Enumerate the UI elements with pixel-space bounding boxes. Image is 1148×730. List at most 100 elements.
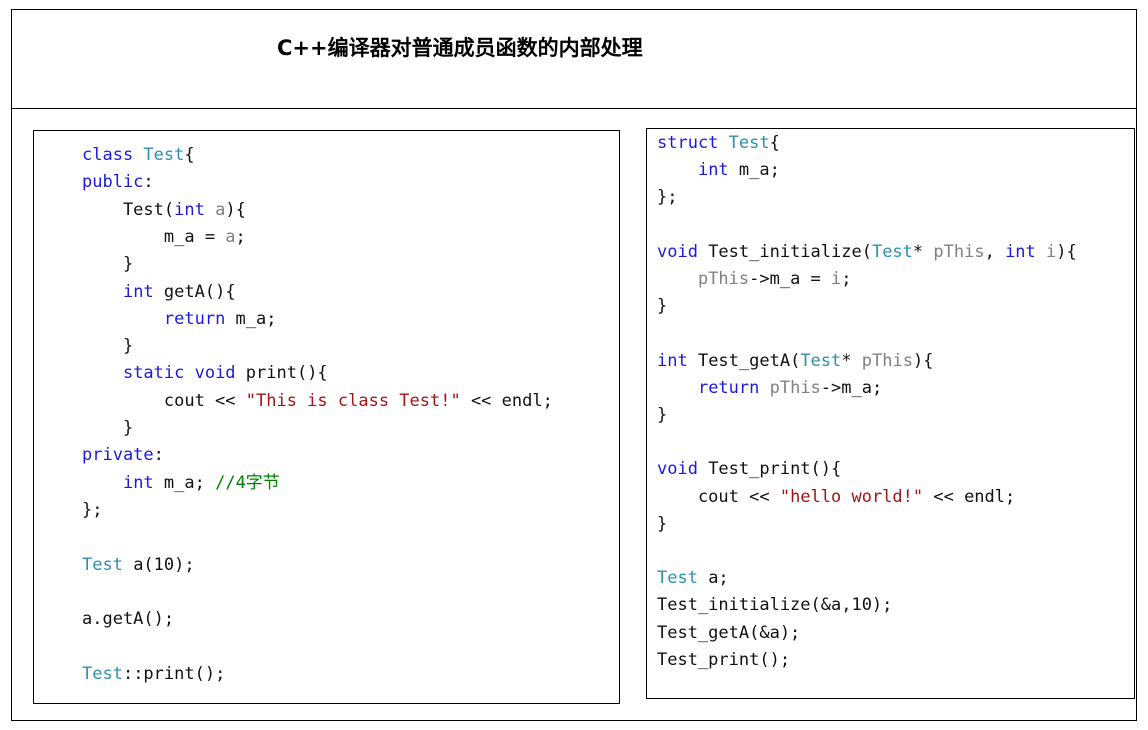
cpp-class-code-panel: class Test{ public: Test(int a){ m_a = a;…	[33, 130, 620, 704]
code-line: }	[657, 295, 667, 317]
code-line: void Test_print(){	[657, 458, 841, 480]
code-token: << endl;	[460, 390, 553, 411]
code-token: *	[841, 350, 862, 371]
code-token: ;	[841, 269, 852, 289]
code-token: m_a;	[153, 472, 216, 493]
code-line: Test(int a){	[82, 199, 246, 221]
code-token: ;	[235, 226, 246, 247]
code-line: struct Test{	[657, 132, 780, 154]
code-token: print(){	[235, 363, 328, 384]
code-line: Test a;	[657, 567, 729, 589]
code-token: {	[184, 145, 195, 165]
code-token: cout <<	[82, 390, 246, 411]
title-bar: C++编译器对普通成员函数的内部处理	[12, 10, 1136, 109]
code-token: pThis	[759, 377, 821, 398]
code-line: Test_getA(&a);	[657, 622, 800, 644]
code-line: private:	[82, 444, 164, 466]
code-line: };	[657, 186, 677, 208]
code-token: Test	[800, 350, 842, 371]
code-line: return m_a;	[82, 308, 277, 330]
code-line: Test::print();	[82, 663, 225, 685]
code-line: }	[82, 417, 133, 439]
code-token: public	[82, 172, 144, 193]
code-token: }	[657, 513, 668, 534]
code-line: void Test_initialize(Test* pThis, int i)…	[657, 241, 1077, 263]
code-token: "hello world!"	[779, 486, 924, 507]
code-token: :	[143, 172, 154, 193]
code-token	[657, 269, 698, 289]
code-token: Test	[657, 568, 698, 589]
code-line: int getA(){	[82, 281, 236, 303]
code-token: };	[657, 187, 678, 208]
code-token: Test_print(){	[697, 459, 842, 480]
code-line: class Test{	[82, 144, 195, 166]
code-token: ,	[984, 241, 1006, 262]
code-token: ::print();	[122, 663, 226, 684]
diagram-frame: C++编译器对普通成员函数的内部处理	[11, 9, 1137, 721]
code-line: Test a(10);	[82, 554, 195, 576]
code-token: }	[82, 336, 134, 357]
code-token: << endl;	[923, 486, 1016, 507]
code-line: }	[82, 253, 133, 275]
code-token: a;	[697, 568, 729, 589]
code-token: a	[225, 226, 236, 247]
code-token: ->m_a;	[820, 377, 883, 398]
code-token: {	[769, 133, 780, 153]
code-token: Test(	[82, 199, 175, 220]
code-token: Test	[871, 241, 913, 262]
code-token: Test_print();	[657, 649, 791, 670]
code-line: Test_initialize(&a,10);	[657, 594, 892, 616]
code-line: cout << "This is class Test!" << endl;	[82, 390, 553, 412]
code-token: cout <<	[657, 486, 780, 507]
code-line: return pThis->m_a;	[657, 377, 882, 399]
code-token: int	[122, 472, 154, 493]
code-token	[82, 473, 123, 493]
code-token: )	[225, 199, 236, 220]
code-line: }	[657, 404, 667, 426]
code-token: :	[153, 445, 164, 466]
code-token: a.getA();	[82, 609, 175, 630]
code-token: private	[82, 445, 154, 466]
code-token: Test	[82, 554, 123, 575]
code-token	[657, 378, 698, 398]
code-token: };	[82, 499, 103, 520]
code-token: Test_initialize(&a,10);	[657, 595, 893, 616]
code-line: static void print(){	[82, 362, 328, 384]
code-token: Test	[82, 663, 123, 684]
code-line: int m_a; //4字节	[82, 472, 280, 494]
code-token: struct	[657, 133, 729, 153]
code-token	[82, 309, 164, 329]
c-struct-code-panel: struct Test{ int m_a;};void Test_initial…	[646, 128, 1135, 699]
code-token: void	[657, 459, 698, 480]
code-line: int Test_getA(Test* pThis){	[657, 350, 933, 372]
code-token	[657, 160, 698, 180]
code-token: Test_getA(&a);	[657, 622, 801, 643]
code-token: {	[235, 199, 246, 220]
code-token: m_a =	[82, 226, 226, 247]
code-token: return	[163, 308, 226, 329]
code-token	[82, 282, 123, 302]
code-token: Test	[143, 145, 185, 165]
code-line: public:	[82, 171, 154, 193]
code-token: }	[82, 418, 134, 438]
code-line: }	[657, 513, 667, 535]
code-token: i	[831, 269, 842, 289]
code-token	[82, 363, 123, 383]
code-token: int	[657, 350, 688, 371]
code-token: int	[174, 199, 205, 220]
code-token: ){	[1056, 241, 1077, 262]
code-token: Test	[728, 133, 770, 153]
code-token: int	[697, 160, 729, 181]
code-token: m_a;	[225, 308, 277, 329]
code-token: m_a;	[728, 160, 780, 181]
code-line: Test_print();	[657, 649, 790, 671]
code-token: ){	[912, 350, 934, 371]
code-token: *	[912, 241, 934, 262]
code-token: }	[657, 405, 668, 425]
code-token: return	[697, 377, 760, 398]
code-token: i	[1035, 241, 1057, 262]
code-line: cout << "hello world!" << endl;	[657, 486, 1015, 508]
code-token: int	[122, 281, 154, 302]
code-line: }	[82, 335, 133, 357]
code-token: static void	[122, 363, 236, 384]
